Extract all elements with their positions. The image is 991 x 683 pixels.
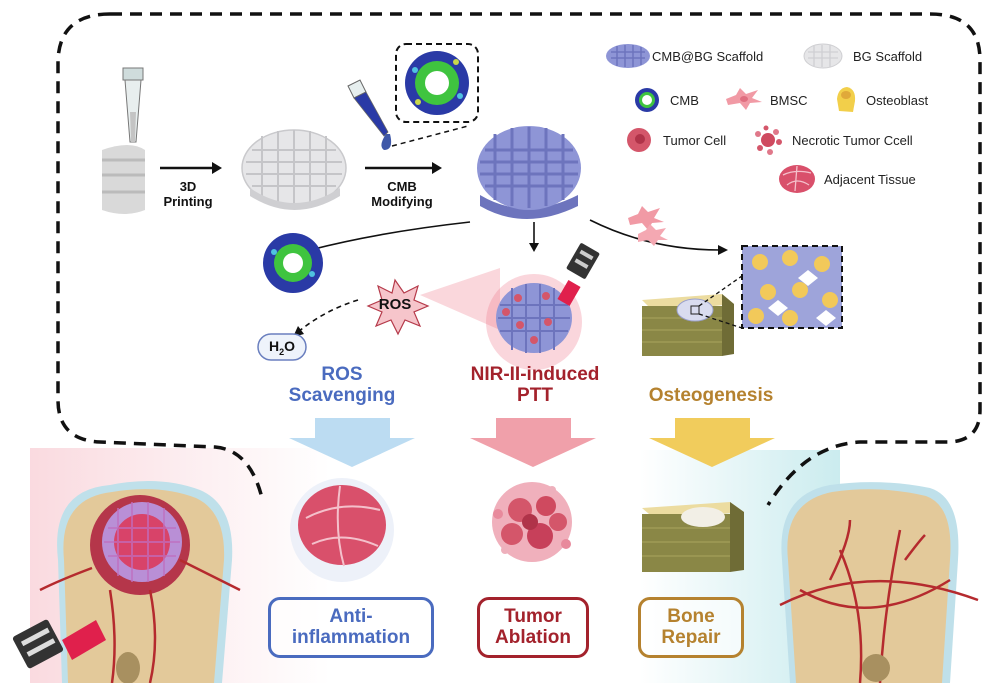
osteoblast-icon <box>837 87 856 112</box>
arrow-down-ptt <box>470 418 596 467</box>
ptt-scaffold-illustration <box>496 283 572 353</box>
cmb-molecule-large <box>405 51 469 115</box>
adjacent-tissue-icon <box>779 165 815 193</box>
bg-scaffold-icon <box>803 43 843 69</box>
arrow-down-ros <box>289 418 415 467</box>
adjacent-tissue-illustration <box>290 478 394 582</box>
branch-arrow-ros <box>309 221 471 251</box>
legend-label-tumor-cell: Tumor Cell <box>663 133 727 148</box>
pipette-icon <box>122 67 144 143</box>
step2-label: CMB Modifying <box>371 179 433 209</box>
bmsc-icon <box>726 88 762 110</box>
cmb-icon <box>635 88 659 112</box>
arrow-down-osteo <box>649 418 775 467</box>
mechanism-illustrations <box>257 233 843 467</box>
cmb-bg-scaffold-illustration <box>477 126 581 219</box>
osteoblast-scaffold-inset <box>741 245 843 329</box>
legend-label-cmb-bg-scaffold: CMB@BG Scaffold <box>652 49 764 64</box>
h2o-label: H2O <box>268 338 296 357</box>
ros-badge-label: ROS <box>378 296 412 313</box>
process-illustrations <box>102 43 581 256</box>
ros-burst-icon <box>366 278 430 336</box>
ros-to-h2o-arrow <box>297 299 359 333</box>
bg-scaffold-illustration <box>241 129 347 210</box>
osteogenesis-label: Osteogenesis <box>648 385 774 406</box>
h2o-bubble <box>257 333 307 361</box>
repaired-bone-block <box>642 502 744 572</box>
legend-label-bg-scaffold: BG Scaffold <box>853 49 923 64</box>
bmsc-cluster-icon <box>628 206 668 246</box>
bottom-illustrations <box>12 478 979 683</box>
tumor-cell-icon <box>627 128 651 152</box>
ptt-label: NIR-II-induced PTT <box>470 364 600 407</box>
step1-label: 3D Printing <box>163 179 213 209</box>
nir-laser-device-icon <box>557 243 600 307</box>
necrotic-tumor-cell-icon <box>755 125 782 155</box>
cmb-zoom-box <box>395 43 479 123</box>
ptt-glow-cone <box>420 268 500 330</box>
printed-stack-icon <box>102 145 145 214</box>
legend-label-bmsc: BMSC <box>770 93 808 108</box>
dropper-icon <box>347 79 392 150</box>
ros-scavenging-label: ROS Scavenging <box>288 364 396 407</box>
ablated-tumor-illustration <box>492 482 572 562</box>
osteogenesis-bone-block <box>642 294 734 356</box>
laser-device-left-icon <box>12 619 106 669</box>
legend-label-adjacent-tissue: Adjacent Tissue <box>824 172 916 187</box>
cmb-molecule-small <box>263 233 323 293</box>
legend-label-necrotic-tumor-cell: Necrotic Tumor Ccell <box>792 133 913 148</box>
legend-label-cmb: CMB <box>670 93 699 108</box>
outcome-anti-inflammation: Anti-inflammation <box>268 597 434 658</box>
branch-arrow-osteogenesis <box>589 206 728 255</box>
cmb-bg-scaffold-icon <box>606 44 650 68</box>
legend-label-osteoblast: Osteoblast <box>866 93 929 108</box>
healed-bone-illustration <box>779 482 979 683</box>
